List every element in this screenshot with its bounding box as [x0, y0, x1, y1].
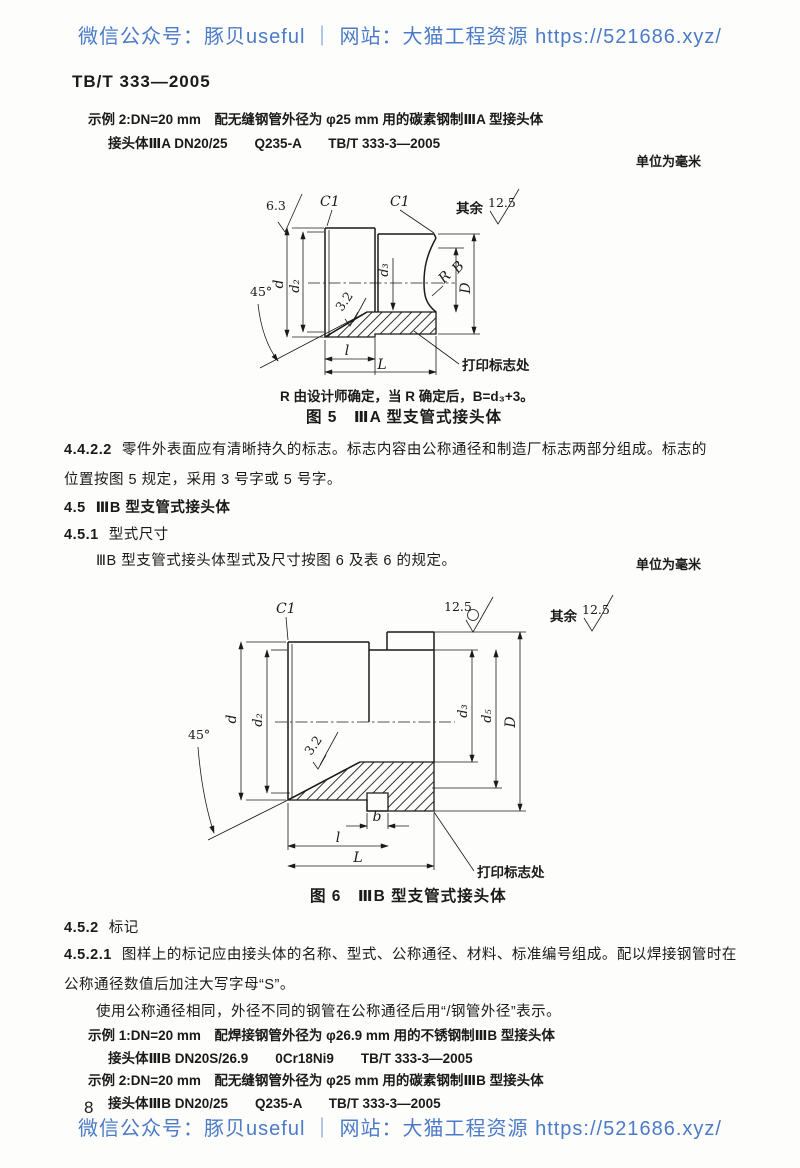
fig6-dim-d5: d₅	[432, 649, 502, 789]
heading-45-num: 4.5	[64, 500, 86, 516]
example-iiia-line2: 接头体ⅢA DN20/25 Q235-A TB/T 333-3—2005	[108, 136, 441, 151]
roughness-63-label: 6.3	[266, 198, 286, 213]
example-iiib-ex1-line1: 示例 1:DN=20 mm 配焊接钢管外径为 φ26.9 mm 用的不锈钢制ⅢB…	[88, 1028, 555, 1043]
fig5-dim-R: R	[431, 268, 455, 297]
fig6-mark-spot-label: 打印标志处	[477, 864, 545, 880]
top-watermark: 微信公众号：豚贝useful ｜ 网站：大猫工程资源 https://52168…	[78, 26, 722, 48]
dim-R-label: R	[435, 268, 455, 288]
fig6-angle-45-label: 45°	[188, 727, 210, 742]
para-4422-line2: 位置按图 5 规定，采用 3 号字或 5 号字。	[64, 472, 342, 488]
example-iiib-ex2-line2: 接头体ⅢB DN20/25 Q235-A TB/T 333-3—2005	[108, 1096, 441, 1111]
para-4521-line2: 公称通径数值后加注大写字母“S”。	[64, 977, 295, 993]
example-iiia-line1: 示例 2:DN=20 mm 配无缝钢管外径为 φ25 mm 用的碳素钢制ⅢA 型…	[88, 112, 544, 127]
example-iiib-ex1-line2: 接头体ⅢB DN20S/26.9 0Cr18Ni9 TB/T 333-3—200…	[108, 1051, 473, 1066]
rest-value: 12.5	[488, 195, 516, 210]
doc-number: TB/T 333—2005	[72, 72, 211, 91]
fig5-dim-d2: d₂	[288, 231, 324, 333]
para-4521-text1: 图样上的标记应由接头体的名称、型式、公称通径、材料、标准编号组成。配以焊接钢管时…	[121, 947, 737, 963]
para-451-body: ⅢB 型支管式接头体型式及尺寸按图 6 及表 6 的规定。	[96, 553, 457, 569]
heading-452-title: 标记	[108, 920, 139, 936]
units-note-1: 单位为毫米	[636, 154, 702, 169]
fig5-rest-roughness: 其余 12.5	[456, 188, 520, 225]
fig5-mark-spot: 打印标志处	[413, 330, 530, 373]
para-4422-num: 4.4.2.2	[64, 442, 112, 458]
heading-452: 4.5.2 标记	[64, 916, 139, 937]
fig5-chamfer2-label: C1	[390, 194, 410, 210]
fig6-dim-d: d	[224, 641, 286, 801]
fig6-dim-d3-label: d₃	[456, 704, 471, 718]
fig6-dim-d5-label: d₅	[480, 708, 495, 722]
angle-45-label: 45°	[250, 284, 272, 299]
fig6-dim-L-label: L	[352, 850, 362, 866]
para-4422-line1: 4.4.2.2 零件外表面应有清晰持久的标志。标志内容由公称通径和制造厂标志两部分…	[64, 438, 707, 459]
para-4521-line1: 4.5.2.1 图样上的标记应由接头体的名称、型式、公称通径、材料、标准编号组成。…	[64, 943, 737, 964]
dim-d3-label: d₃	[377, 263, 392, 277]
fig6-dim-b-label: b	[373, 809, 382, 825]
fig5-hatch-section	[322, 311, 437, 338]
page-number: 8	[84, 1098, 94, 1117]
fig5-roughness-63: 6.3	[266, 193, 303, 233]
dim-l-label: l	[345, 343, 349, 359]
fig6-dim-b: b	[346, 809, 409, 829]
figure5-note: R 由设计师确定，当 R 确定后，B=d₃+3。	[280, 389, 534, 404]
dim-L-label: L	[376, 357, 386, 373]
fig6-dim-d2-label: d₂	[251, 713, 266, 727]
fig6-dim-D: D	[434, 631, 526, 812]
fig6-roughness-32: 3.2	[301, 731, 339, 770]
para-4422-text1: 零件外表面应有清晰持久的标志。标志内容由公称通径和制造厂标志两部分组成。标志的	[121, 442, 707, 458]
figure6-drawing: C1 12.5 其余 12.5 d d₂	[188, 594, 614, 880]
fig5-dim-d3: d₃	[377, 258, 396, 311]
fig6-part-outline	[287, 631, 435, 812]
fig6-rest-roughness: 其余 12.5	[550, 594, 614, 632]
rest-label: 其余	[456, 200, 483, 216]
para-4521-num: 4.5.2.1	[64, 947, 112, 963]
fig5-dim-d: d	[271, 227, 324, 338]
heading-451: 4.5.1 型式尺寸	[64, 523, 169, 544]
figure5-caption: 图 5 ⅢA 型支管式接头体	[306, 409, 503, 426]
fig6-dim-d-label: d	[224, 714, 240, 723]
bottom-watermark: 微信公众号：豚贝useful ｜ 网站：大猫工程资源 https://52168…	[78, 1118, 722, 1140]
fig6-roughness-32-label: 3.2	[301, 733, 325, 758]
fig5-chamfer1-label: C1	[320, 194, 340, 210]
roughness-32-label: 3.2	[332, 289, 356, 314]
heading-45-title: ⅢB 型支管式接头体	[95, 500, 231, 516]
heading-452-num: 4.5.2	[64, 920, 99, 936]
fig5-mark-spot-label: 打印标志处	[462, 357, 530, 373]
units-note-2: 单位为毫米	[636, 557, 702, 572]
figure5-drawing: 6.3 C1 C1 其余 12.5 d d₂ d₃	[250, 188, 530, 375]
fig6-angle-45: 45°	[188, 727, 289, 841]
heading-45: 4.5 ⅢB 型支管式接头体	[64, 496, 230, 517]
fig6-mark-spot: 打印标志处	[433, 811, 545, 880]
fig5-dim-L: L	[324, 357, 437, 375]
example-iiib-ex2-line1: 示例 2:DN=20 mm 配无缝钢管外径为 φ25 mm 用的碳素钢制ⅢB 型…	[88, 1073, 544, 1088]
fig6-dim-d3: d₃	[434, 649, 478, 763]
fig5-dim-D: D	[438, 233, 480, 335]
dim-d-label: d	[271, 279, 287, 288]
figure6-caption: 图 6 ⅢB 型支管式接头体	[310, 888, 507, 905]
fig6-hatch-section	[287, 761, 435, 812]
fig6-rest-value: 12.5	[582, 602, 610, 617]
para-4521-line3: 使用公称通径相同，外径不同的钢管在公称通径后用“/钢管外径”表示。	[96, 1004, 562, 1020]
fig6-dim-d2: d₂	[251, 649, 290, 794]
dim-B-label: B	[448, 258, 467, 277]
fig6-dim-L: L	[287, 813, 435, 870]
fig6-dim-l: l	[287, 803, 389, 850]
heading-451-num: 4.5.1	[64, 527, 99, 543]
dim-D-label: D	[458, 282, 474, 294]
dim-d2-label: d₂	[288, 279, 303, 293]
fig6-dim-D-label: D	[503, 716, 519, 728]
fig6-dim-l-label: l	[336, 830, 340, 846]
fig5-part-outline	[322, 227, 437, 338]
fig6-roughness-125-label: 12.5	[444, 599, 472, 614]
fig6-roughness-125-circle: 12.5	[444, 596, 494, 633]
fig6-chamfer-label: C1	[276, 601, 296, 617]
fig5-dim-l: l	[324, 336, 437, 375]
heading-451-title: 型式尺寸	[108, 527, 169, 543]
fig6-rest-label: 其余	[550, 608, 578, 624]
fig5-angle-45: 45°	[250, 284, 368, 369]
